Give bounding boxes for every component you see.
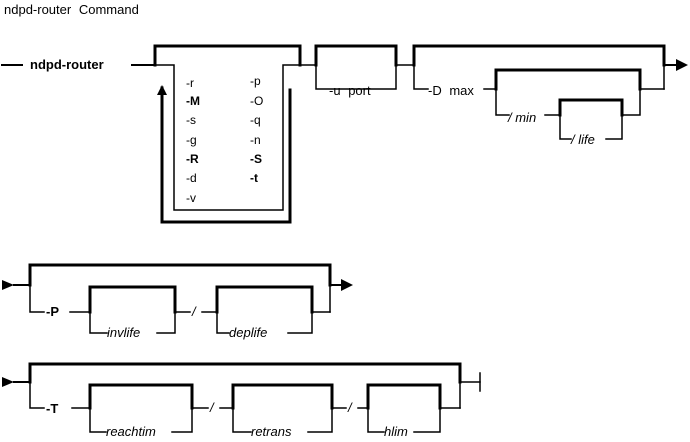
deplife-bypass-bracket (215, 285, 314, 314)
d-option-text: -D max (428, 83, 474, 98)
u-option: -u (329, 83, 341, 98)
row2-syntax: -P invlife / deplife (2, 263, 353, 340)
reachtim-branch-left (89, 407, 107, 433)
retrans: retrans (251, 424, 292, 439)
p-branch-left (29, 284, 45, 313)
flags-bypass-bracket (153, 44, 302, 67)
flag-t: -t (250, 171, 258, 185)
row1-syntax: ndpd-router -r -M -s -g -R -d -v -p -O -… (1, 44, 688, 224)
reachtim: reachtim (106, 424, 156, 439)
flags-inner-box (154, 64, 301, 211)
retrans-bypass-bracket (231, 383, 334, 410)
min-branch-right (621, 88, 641, 116)
deplife: deplife (229, 325, 267, 340)
continue-arrow-icon (676, 59, 688, 71)
deplife-branch-right (287, 311, 313, 334)
invlife-branch-right (156, 311, 176, 334)
flag-p: -p (250, 74, 261, 88)
command-name: ndpd-router (30, 57, 104, 72)
repeat-arrow-icon (157, 85, 167, 95)
invlife: invlife (107, 325, 140, 340)
row2-continue-arrow-icon (341, 279, 353, 291)
retrans-branch-left (232, 407, 252, 433)
d-option-block: -D max / min / life (412, 44, 666, 147)
hlim-branch-left (367, 407, 385, 433)
title-command: ndpd-router (4, 2, 72, 17)
row3-slash-1: / (209, 400, 215, 415)
hlim: hlim (384, 424, 408, 439)
life-bypass-bracket (558, 98, 624, 117)
deplife-branch-left (216, 311, 230, 334)
retrans-branch-right (307, 407, 333, 433)
title-word: Command (79, 2, 139, 17)
u-option-text: -u port (329, 83, 371, 98)
p-option: -P (46, 304, 59, 319)
t-branch-left (29, 381, 45, 409)
hlim-branch-right (413, 407, 441, 433)
min-bypass-bracket (494, 68, 642, 91)
t-option: -T (46, 401, 58, 416)
reachtim-branch-right (171, 407, 193, 433)
flag-v: -v (186, 191, 196, 205)
title: ndpd-router Command (4, 2, 139, 17)
hlim-bypass-bracket (366, 383, 442, 410)
d-max: max (449, 83, 474, 98)
flag-g: -g (186, 133, 197, 147)
u-arg: port (348, 83, 371, 98)
flag-r: -r (186, 76, 194, 90)
flag-d: -d (186, 171, 197, 185)
d-option: -D (428, 83, 442, 98)
row2-slash: / (191, 304, 197, 319)
d-life: / life (570, 132, 595, 147)
row3-syntax: -T reachtim / retrans / hlim (2, 362, 481, 439)
flag-s: -s (186, 113, 196, 127)
d-bypass-bracket (412, 44, 666, 67)
row3-slash-2: / (347, 400, 353, 415)
d-min: / min (507, 110, 536, 125)
p-bypass-bracket (28, 263, 332, 287)
life-branch-left (559, 114, 572, 140)
d-branch-left (413, 64, 429, 90)
invlife-bypass-bracket (88, 285, 177, 314)
flag-S: -S (250, 152, 262, 166)
row3-entry-arrow-icon (2, 377, 14, 387)
u-option-block: -u port (314, 44, 398, 98)
flag-q: -q (250, 113, 261, 127)
flag-M: -M (186, 94, 200, 108)
u-bypass-bracket (314, 44, 398, 67)
reachtim-bypass-bracket (88, 383, 194, 410)
flag-n: -n (250, 133, 261, 147)
flags-repeat-loop (160, 86, 292, 224)
t-bypass-bracket (28, 362, 462, 384)
invlife-branch-left (89, 311, 108, 334)
min-branch-left (495, 88, 510, 116)
row2-entry-arrow-icon (2, 280, 14, 290)
flags-block: -r -M -s -g -R -d -v -p -O -q -n -S -t (153, 44, 302, 224)
flag-O: -O (250, 94, 263, 108)
flag-R: -R (186, 152, 199, 166)
life-branch-right (605, 114, 623, 140)
u-branch (315, 64, 397, 90)
